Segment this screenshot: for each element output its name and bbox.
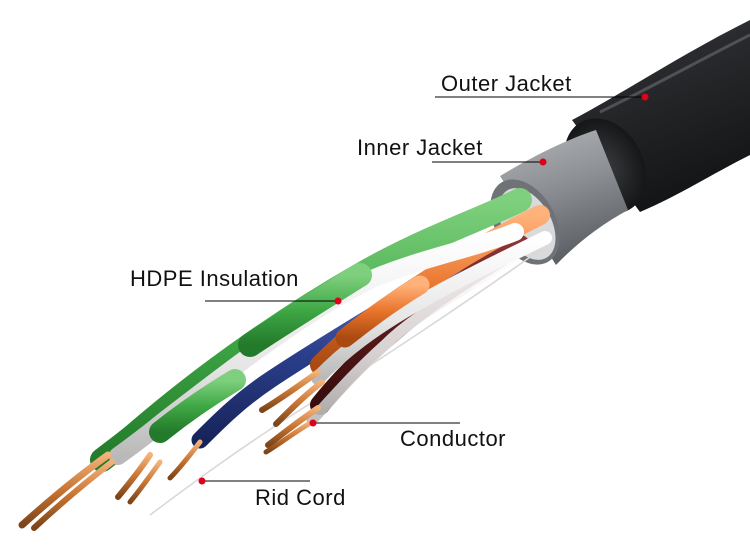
callout-conductor [309,419,460,427]
callout-rid-cord [198,477,310,485]
outer-jacket-label: Outer Jacket [441,71,572,96]
rid-cord-label: Rid Cord [255,485,346,510]
outer-jacket-highlight [599,33,750,114]
copper-conductors [18,369,325,531]
rid-cord-fiber [149,249,541,516]
callout-outer-jacket [435,93,649,101]
callout-inner-jacket [432,158,547,166]
hdpe-insulation-label: HDPE Insulation [130,266,299,291]
conductor-label: Conductor [400,426,507,451]
callout-hdpe-insulation [205,297,342,305]
green-pair [90,188,532,472]
inner-jacket-label: Inner Jacket [357,135,483,160]
inner-jacket-body [500,130,628,265]
